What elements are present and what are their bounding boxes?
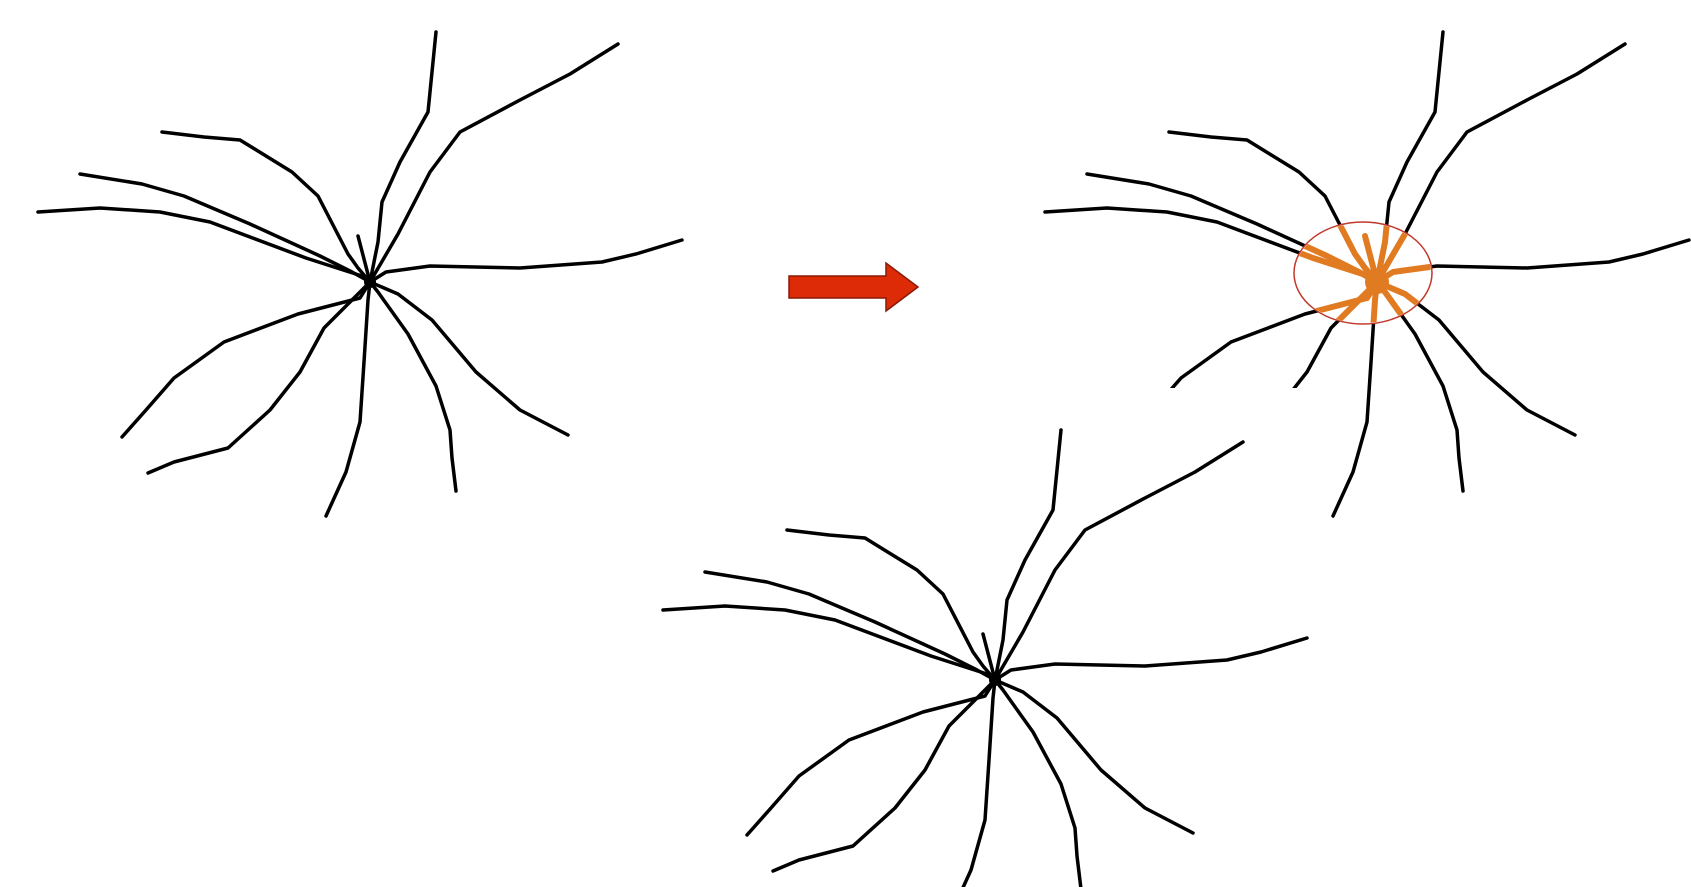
star-ray <box>370 240 682 282</box>
highlighted-center-dot <box>1365 270 1389 294</box>
star-ray <box>951 680 995 887</box>
right-arrow-icon <box>789 263 918 311</box>
star-ray <box>370 32 436 282</box>
original-star-shape <box>38 32 682 516</box>
star-ray <box>370 282 568 435</box>
star-ray <box>787 530 995 680</box>
highlighted-star-shape <box>1045 32 1689 516</box>
star-ray <box>148 282 370 473</box>
star-ray <box>995 442 1243 680</box>
star-ray <box>663 606 995 680</box>
star-ray <box>38 208 370 282</box>
star-ray <box>995 680 1193 833</box>
star-ray <box>370 282 456 491</box>
star-center <box>364 276 376 288</box>
restored-star-shape <box>663 430 1307 887</box>
star-ray <box>995 680 1081 887</box>
star-ray <box>747 680 995 835</box>
star-ray <box>122 282 370 437</box>
highlighted-center-rays <box>1045 32 1689 516</box>
highlighted-ray <box>1129 282 1377 437</box>
star-ray <box>162 132 370 282</box>
transformation-arrow <box>789 263 918 311</box>
star-center <box>989 674 1001 686</box>
star-ray <box>995 638 1307 680</box>
star-ray <box>773 680 995 871</box>
star-ray <box>370 44 618 282</box>
star-ray <box>995 430 1061 680</box>
